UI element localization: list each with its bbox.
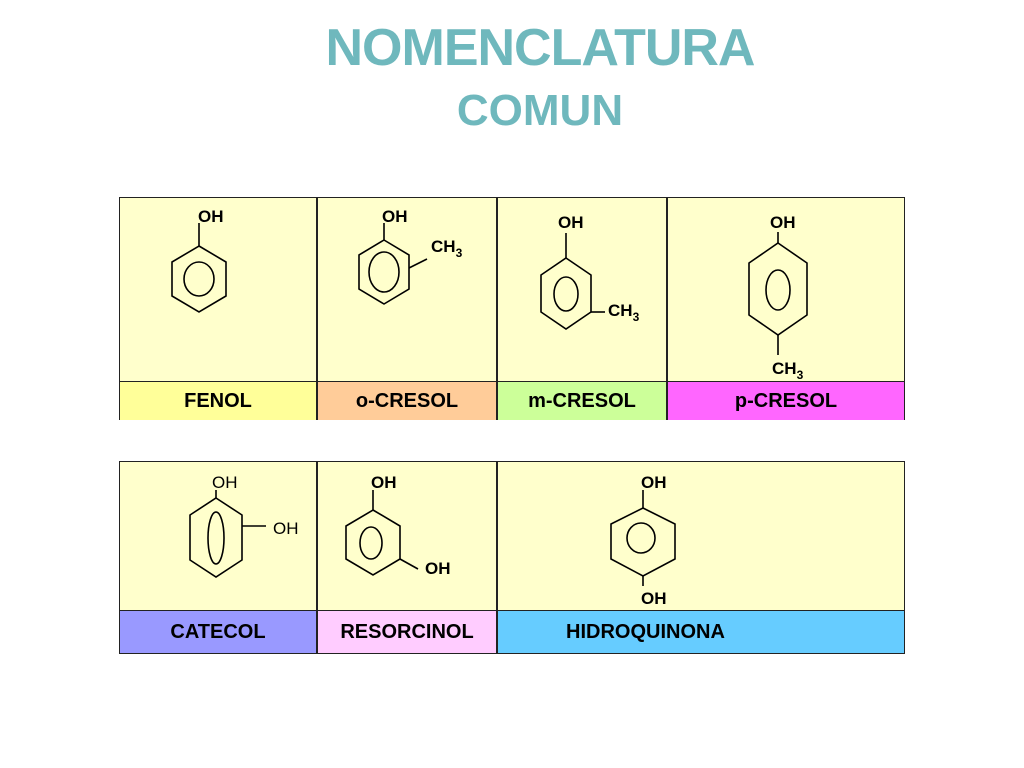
oh-label: OH (198, 207, 224, 226)
resorcinol-structure-cell: OH OH (317, 461, 497, 611)
methyl-label: CH3 (431, 237, 463, 260)
oh-label: OH (425, 559, 451, 578)
o-cresol-structure: OH CH3 (358, 207, 463, 305)
resorcinol-label: RESORCINOL (317, 611, 497, 654)
o-cresol-structure-cell: OH CH3 (317, 197, 497, 382)
structure-row: OH OH CH3 OH CH3 (119, 197, 905, 382)
p-cresol-structure: OH CH3 (748, 213, 808, 382)
hidroquinona-label: HIDROQUINONA (497, 611, 905, 654)
oh-label: OH (558, 213, 584, 232)
hidroquinona-structure: OH OH (610, 473, 676, 608)
fenol-structure: OH (171, 207, 227, 313)
name-row: CATECOL RESORCINOL HIDROQUINONA (119, 611, 905, 654)
hidroquinona-structure-cell: OH OH (497, 461, 905, 611)
catecol-structure: OH OH (189, 473, 299, 578)
oh-label: OH (770, 213, 796, 232)
m-cresol-label: m-CRESOL (497, 382, 667, 420)
oh-label: OH (641, 473, 667, 492)
methyl-label: CH3 (608, 301, 640, 324)
fenol-label: FENOL (119, 382, 317, 420)
fenol-structure-cell: OH (119, 197, 317, 382)
p-cresol-label: p-CRESOL (667, 382, 905, 420)
catecol-label: CATECOL (119, 611, 317, 654)
oh-label: OH (641, 589, 667, 608)
o-cresol-label: o-CRESOL (317, 382, 497, 420)
page-subtitle: COMUN (456, 86, 624, 135)
diphenol-table: OH OH OH OH OH OH (119, 461, 905, 654)
phenol-table: OH OH CH3 OH CH3 (119, 197, 905, 420)
catecol-structure-cell: OH OH (119, 461, 317, 611)
m-cresol-structure: OH CH3 (540, 213, 640, 330)
oh-label: OH (382, 207, 408, 226)
resorcinol-structure: OH OH (345, 473, 451, 578)
oh-label: OH (212, 473, 238, 492)
page-title: NOMENCLATURA (325, 19, 756, 77)
structure-row: OH OH OH OH OH OH (119, 461, 905, 611)
p-cresol-structure-cell: OH CH3 (667, 197, 905, 382)
oh-label: OH (273, 519, 299, 538)
oh-label: OH (371, 473, 397, 492)
m-cresol-structure-cell: OH CH3 (497, 197, 667, 382)
name-row: FENOL o-CRESOL m-CRESOL p-CRESOL (119, 382, 905, 420)
methyl-label: CH3 (772, 359, 804, 382)
